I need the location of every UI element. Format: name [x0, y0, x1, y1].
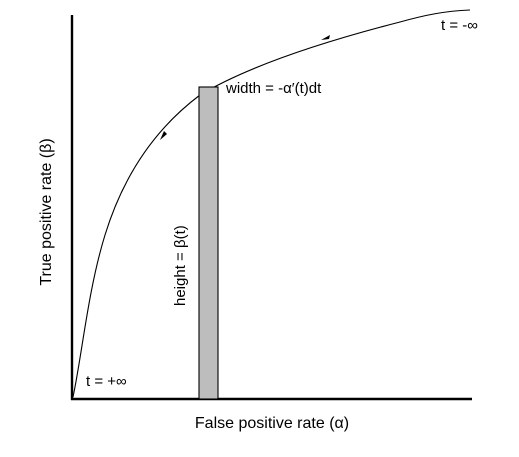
- integration-strip: [198, 86, 219, 400]
- height-annotation: height = β(t): [172, 225, 189, 306]
- arrow-head-lower: [160, 131, 167, 140]
- arrow-head-upper: [321, 35, 330, 40]
- end-annotation: t = +∞: [86, 373, 127, 390]
- width-annotation: width = -α′(t)dt: [225, 80, 322, 97]
- start-annotation: t = -∞: [441, 17, 478, 34]
- y-axis-label: True positive rate (β): [38, 138, 55, 285]
- roc-curve: [72, 9, 471, 398]
- x-axis-label: False positive rate (α): [195, 415, 349, 432]
